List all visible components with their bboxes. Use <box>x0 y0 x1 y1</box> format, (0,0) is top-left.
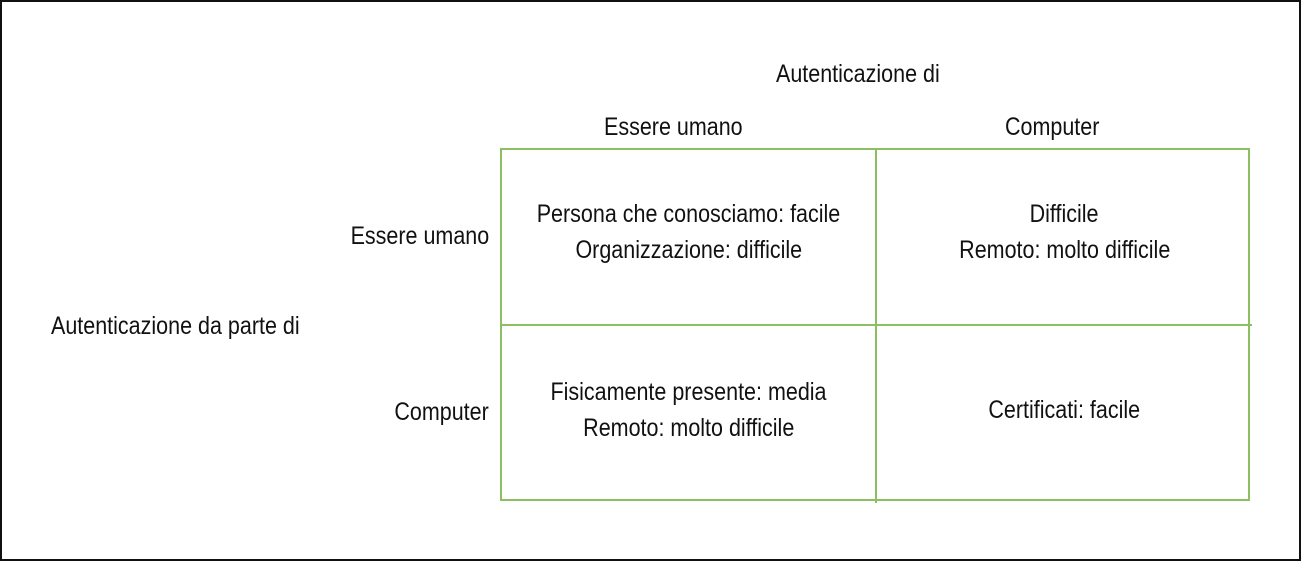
row-axis-title: Autenticazione da parte di <box>51 312 300 340</box>
row-header-computer: Computer <box>394 398 489 426</box>
cell-line: Difficile <box>1030 200 1099 228</box>
authentication-matrix: Persona che conosciamo: facile Organizza… <box>500 148 1252 503</box>
cell-line: Organizzazione: difficile <box>575 236 802 264</box>
cell-computer-by-computer: Certificati: facile <box>877 326 1252 503</box>
cell-computer-by-human: Difficile Remoto: molto difficile <box>877 150 1252 326</box>
row-header-human: Essere umano <box>350 222 489 250</box>
column-header-computer: Computer <box>1005 113 1100 141</box>
cell-line: Certificati: facile <box>988 395 1141 424</box>
cell-line: Remoto: molto difficile <box>582 413 795 442</box>
cell-human-by-computer: Fisicamente presente: media Remoto: molt… <box>502 326 877 503</box>
column-header-human: Essere umano <box>604 113 743 141</box>
column-axis-title: Autenticazione di <box>776 60 940 88</box>
cell-human-by-human: Persona che conosciamo: facile Organizza… <box>502 150 877 326</box>
cell-line: Remoto: molto difficile <box>958 236 1171 264</box>
cell-line: Fisicamente presente: media <box>550 377 827 406</box>
cell-line: Persona che conosciamo: facile <box>536 200 841 228</box>
